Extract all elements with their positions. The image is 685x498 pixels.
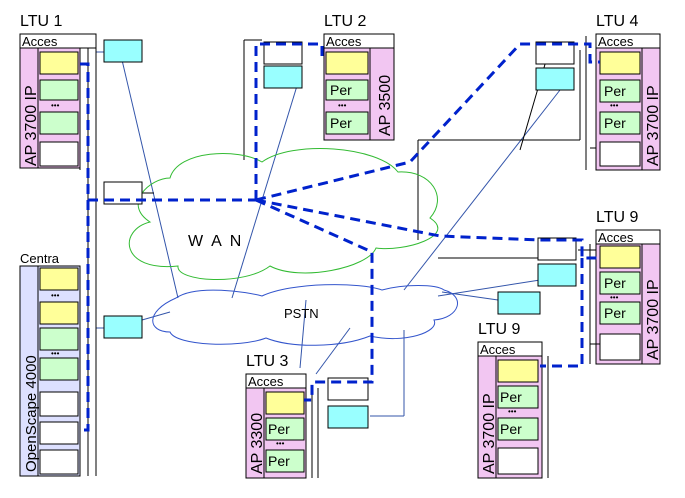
- ltu-9-bottom-slot-per: [497, 385, 539, 409]
- ltu-4-header-label: Acces: [598, 34, 634, 49]
- ltu-2-header-label: Acces: [326, 34, 362, 49]
- ltu-9-bottom-per2-label: Per: [500, 421, 522, 437]
- cloud-icon: [152, 284, 458, 346]
- central: Centra OpenScape 4000 ••• •••: [19, 48, 97, 477]
- ltu-2-slot-per2: [325, 111, 369, 135]
- ltu-3-slot-per2: [265, 449, 305, 473]
- ltu-9-bottom-slot-white: [497, 447, 539, 475]
- central-slot-yellow: [39, 267, 79, 291]
- ltu-2-title: LTU 2: [324, 13, 366, 30]
- wan-cloud: W A N: [128, 148, 439, 281]
- ltu-9-right-header-label: Acces: [598, 230, 634, 245]
- central-slot-white2: [39, 421, 79, 445]
- pstn-label: PSTN: [284, 306, 319, 321]
- router-icon: [497, 291, 541, 315]
- ltu-9-bottom-title: LTU 9: [478, 321, 520, 338]
- ltu-9-right-model: AP 3700 IP: [645, 279, 662, 360]
- central-slot-white: [39, 391, 79, 417]
- ltu-1: LTU 1 Acces AP 3700 IP •••: [19, 13, 97, 170]
- central-slot-white3: [39, 449, 79, 475]
- ltu-9-right-dots: •••: [610, 293, 619, 302]
- ltu-9-right-title: LTU 9: [596, 209, 638, 226]
- router-icon: [263, 41, 303, 65]
- ltu-9-right-slot-per2: [599, 301, 641, 325]
- ltu-9-right-slot-yellow: [599, 245, 641, 269]
- ltu-4: LTU 4 Acces AP 3700 IP Per ••• Per: [585, 13, 662, 171]
- ltu-3-per2-label: Per: [268, 453, 290, 469]
- routes: [80, 42, 600, 432]
- ltu-4-slot-yellow: [599, 51, 641, 75]
- ltu-3-model: AP 3300: [249, 413, 266, 474]
- ltu-3-dots: •••: [276, 439, 285, 448]
- ltu-2-per-label: Per: [330, 82, 352, 98]
- ltu-4-model: AP 3700 IP: [645, 85, 662, 166]
- ltu-3-slot-per: [265, 417, 305, 441]
- ltu-9-bottom-model: AP 3700 IP: [481, 393, 498, 474]
- ltu-3-header-label: Acces: [248, 374, 284, 389]
- ltu-9-bottom-header-label: Acces: [480, 342, 516, 357]
- wires: [96, 51, 561, 417]
- ltu-4-per-label: Per: [604, 83, 626, 99]
- ltu-3-title: LTU 3: [246, 353, 288, 370]
- central-slot-per: [39, 327, 79, 351]
- ltu-9-right-slot-white: [599, 333, 641, 361]
- ltu-9-right-per2-label: Per: [604, 305, 626, 321]
- ltu-9-bottom-slot-per2: [497, 417, 539, 441]
- black-wires: [142, 39, 598, 259]
- ltu-1-header-label: Acces: [22, 34, 58, 49]
- ltu-2-dots: •••: [338, 101, 347, 110]
- router-icon: [103, 39, 143, 63]
- ltu-3-per-label: Per: [268, 421, 290, 437]
- ltu-4-slot-per2: [599, 111, 641, 135]
- ltu-1-model: AP 3700 IP: [23, 85, 40, 166]
- ltu-2: LTU 2 Acces AP 3500 Per ••• Per: [323, 13, 395, 141]
- ltu-2-per2-label: Per: [330, 115, 352, 131]
- ltu-9-bottom-dots: •••: [508, 407, 517, 416]
- wan-label: W A N: [188, 233, 241, 250]
- ltu-9-right-per-label: Per: [604, 275, 626, 291]
- central-model: OpenScape 4000: [23, 355, 40, 472]
- ltu-1-title: LTU 1: [20, 13, 62, 30]
- ltu-1-slot-yellow: [39, 51, 79, 75]
- ltu-2-model: AP 3500: [377, 75, 394, 136]
- ltu-2-slot-per: [325, 79, 369, 101]
- ltu-1-slot-white: [39, 141, 79, 167]
- ltu-9-bottom-slot-yellow: [497, 359, 539, 383]
- ltu-4-dots: •••: [610, 101, 619, 110]
- central-dots: •••: [51, 291, 60, 300]
- router-icon: [537, 237, 577, 261]
- router-icon: [535, 67, 575, 91]
- ltu-9-bottom: LTU 9 Acces AP 3700 IP Per ••• Per: [477, 321, 549, 479]
- ltu-4-slot-white: [599, 141, 641, 167]
- ltu-4-title: LTU 4: [596, 13, 638, 30]
- central-slot-yellow2: [39, 301, 79, 325]
- router-icon: [103, 315, 143, 339]
- ltu-1-slot-per2: [39, 111, 79, 135]
- ltu-4-slot-per: [599, 79, 641, 103]
- central-dots2: •••: [51, 349, 60, 358]
- ltu-9-right: LTU 9 Acces AP 3700 IP Per ••• Per: [589, 209, 662, 365]
- ltu-3: LTU 3 Acces AP 3300 Per ••• Per: [245, 353, 319, 479]
- router-icon: [263, 65, 303, 89]
- ltu-9-bottom-per-label: Per: [500, 389, 522, 405]
- central-header: Centra: [20, 251, 60, 266]
- ltu-3-slot-yellow: [265, 391, 305, 415]
- ltu-9-right-slot-per: [599, 271, 641, 295]
- central-slot-per2: [39, 357, 79, 381]
- ltu-1-slot-per: [39, 79, 79, 101]
- router-icon: [327, 405, 369, 429]
- router-icon: [535, 41, 575, 65]
- router-icon: [537, 263, 577, 287]
- ltu-2-slot-yellow: [325, 51, 369, 75]
- ltu-4-per2-label: Per: [604, 115, 626, 131]
- ltu-1-dots: •••: [51, 101, 60, 110]
- cloud-icon: [128, 148, 439, 281]
- pstn-cloud: PSTN: [152, 284, 458, 346]
